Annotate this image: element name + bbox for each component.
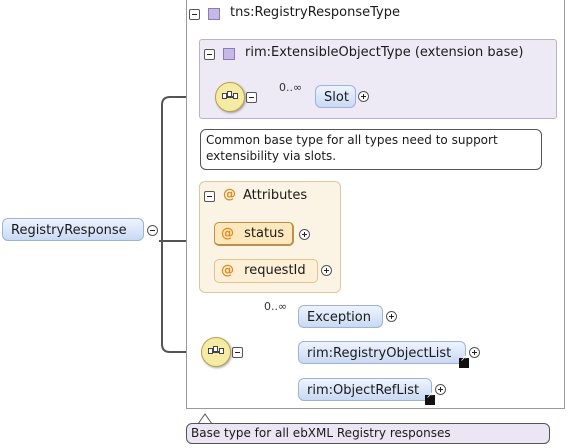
attribute-at-icon: @ [221, 226, 234, 241]
element-exception-label: Exception [307, 310, 371, 325]
element-registry-object-list-label: rim:RegistryObjectList [307, 346, 452, 361]
choice-cardinality: 0..∞ [264, 300, 288, 313]
element-object-ref-list-label: rim:ObjectRefList [307, 383, 420, 398]
attributes-title: Attributes [243, 188, 308, 203]
base-type-name: rim:ExtensibleObjectType (extension base… [245, 45, 524, 60]
base-collapse-toggle[interactable] [204, 49, 215, 60]
root-collapse-toggle[interactable] [147, 225, 158, 236]
attributes-at-icon: @ [223, 187, 236, 202]
slot-cardinality: 0..∞ [279, 81, 303, 94]
root-element-label: RegistryResponse [11, 223, 127, 238]
attributes-collapse-toggle[interactable] [204, 191, 215, 202]
request-id-expand-toggle[interactable] [321, 265, 332, 276]
type-doc-text: Base type for all ebXML Registry respons… [191, 426, 451, 440]
complex-type-icon [208, 8, 220, 20]
attribute-request-id-label: requestId [244, 263, 306, 278]
element-slot[interactable]: Slot [315, 85, 356, 108]
choice-compositor-icon[interactable] [201, 337, 231, 367]
element-registry-object-list[interactable]: rim:RegistryObjectList [298, 341, 466, 364]
base-type-icon [223, 48, 235, 60]
reference-arrow-icon [425, 391, 435, 405]
base-documentation: Common base type for all types need to s… [200, 129, 542, 170]
slot-expand-toggle[interactable] [358, 91, 369, 102]
type-documentation: Base type for all ebXML Registry respons… [186, 423, 550, 444]
reference-arrow-icon [459, 354, 469, 368]
element-object-ref-list[interactable]: rim:ObjectRefList [298, 378, 432, 401]
element-slot-label: Slot [324, 90, 349, 105]
exception-expand-toggle[interactable] [386, 311, 397, 322]
object-ref-list-expand-toggle[interactable] [435, 384, 446, 395]
sequence-compositor-icon[interactable] [215, 82, 245, 112]
attribute-status[interactable]: @ status [214, 222, 294, 246]
type-name: tns:RegistryResponseType [230, 5, 401, 20]
root-element-registry-response[interactable]: RegistryResponse [2, 218, 144, 241]
attribute-status-label: status [244, 226, 285, 241]
type-collapse-toggle[interactable] [189, 9, 200, 20]
choice-collapse-toggle[interactable] [232, 347, 243, 358]
attribute-at-icon: @ [221, 263, 234, 278]
extension-base-box [199, 39, 557, 119]
attribute-request-id[interactable]: @ requestId [214, 259, 318, 283]
base-doc-line2: extensibility via slots. [206, 149, 337, 163]
status-expand-toggle[interactable] [299, 229, 310, 240]
base-doc-line1: Common base type for all types need to s… [206, 133, 498, 147]
sequence-collapse-toggle[interactable] [246, 92, 257, 103]
registry-object-list-expand-toggle[interactable] [469, 347, 480, 358]
element-exception[interactable]: Exception [298, 305, 383, 328]
